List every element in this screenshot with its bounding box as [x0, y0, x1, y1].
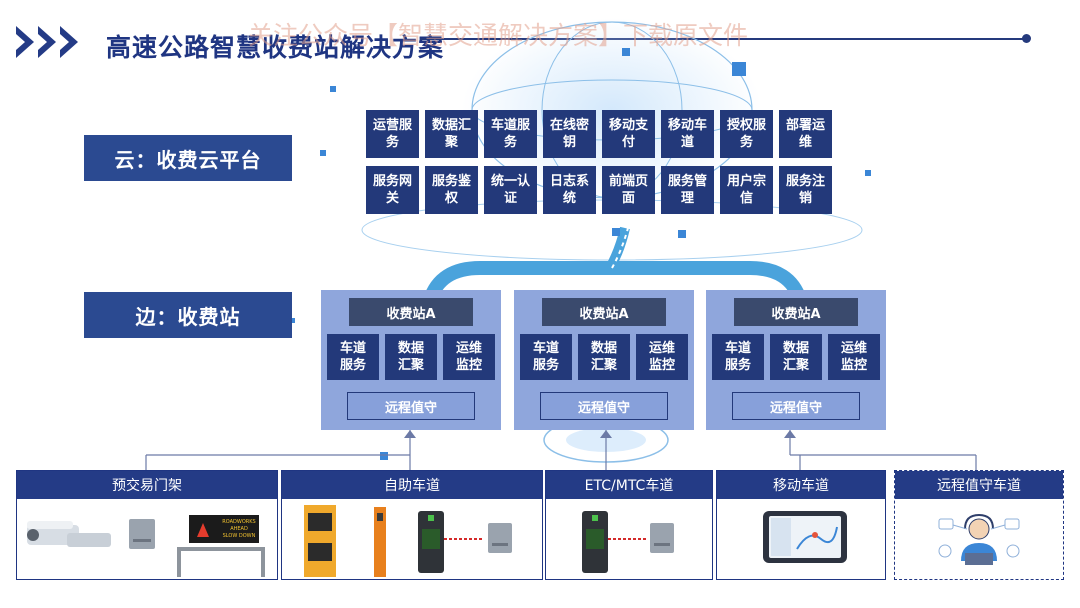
toll-station-3: 收费站A 车道服务 数据汇聚 运维监控 远程值守: [706, 290, 886, 430]
barrier-gate-icon: [374, 507, 386, 577]
remote-duty-illustration: [938, 513, 1020, 565]
toll-station-2: 收费站A 车道服务 数据汇聚 运维监控 远程值守: [514, 290, 694, 430]
lane-mobile: 移动车道: [716, 470, 886, 580]
station-service: 数据汇聚: [578, 334, 630, 380]
cloud-service-cell: 统一认证: [484, 166, 537, 214]
cloud-service-cell: 移动车道: [661, 110, 714, 158]
watermark-text: 关注公众号【智慧交通解决方案】下载原文件: [248, 21, 749, 50]
cloud-service-cell: 服务管理: [661, 166, 714, 214]
station-title: 收费站A: [542, 298, 666, 326]
cloud-service-cell: 前端页面: [602, 166, 655, 214]
lane-indicator-icon: [582, 511, 608, 573]
edge-layer-label: 边：收费站: [84, 292, 292, 338]
station-service: 数据汇聚: [385, 334, 437, 380]
cloud-service-cell: 运营服务: [366, 110, 419, 158]
chevron-right-icon: [60, 26, 78, 58]
title-chevrons: [16, 26, 78, 58]
lane-title: 移动车道: [717, 471, 885, 499]
station-title: 收费站A: [349, 298, 473, 326]
deco-square: [622, 48, 630, 56]
sign-line-1: ROADWORKS: [222, 519, 255, 525]
cloud-service-cell: 服务鉴权: [425, 166, 478, 214]
cloud-service-cell: 在线密钥: [543, 110, 596, 158]
cloud-service-cell: 数据汇聚: [425, 110, 478, 158]
station-remote-duty: 远程值守: [732, 392, 860, 420]
station-service: 数据汇聚: [770, 334, 822, 380]
lane-pre-transaction-gantry: 预交易门架 ROADWORKS AHEAD SLOW DOWN: [16, 470, 278, 580]
deco-square: [732, 62, 746, 76]
sign-line-3: SLOW DOWN: [223, 533, 256, 539]
cloud-service-cell: 车道服务: [484, 110, 537, 158]
deco-square: [380, 452, 388, 460]
etc-mtc-illustration: [582, 511, 674, 573]
lane-remote-duty: 远程值守车道: [894, 470, 1064, 580]
lane-title: ETC/MTC车道: [546, 471, 712, 499]
deco-square: [612, 228, 620, 236]
cloud-service-cell: 日志系统: [543, 166, 596, 214]
tablet-icon: [763, 511, 847, 563]
cloud-layer-label: 云：收费云平台: [84, 135, 292, 181]
rsu-device-icon: [129, 519, 155, 549]
page-title: 高速公路智慧收费站解决方案: [106, 33, 445, 62]
station-remote-duty: 远程值守: [347, 392, 475, 420]
connection-icons: [938, 518, 1020, 558]
cloud-service-cell: 授权服务: [720, 110, 773, 158]
station-remote-duty: 远程值守: [540, 392, 668, 420]
connector-lines: [145, 430, 977, 470]
chevron-right-icon: [16, 26, 34, 58]
data-pipe-riser: [605, 226, 630, 271]
cloud-service-cell: 服务网关: [366, 166, 419, 214]
rsu-device-icon: [650, 523, 674, 553]
operator-icon: [961, 513, 997, 565]
rsu-device-icon: [488, 523, 512, 553]
lane-etc-mtc: ETC/MTC车道: [545, 470, 713, 580]
cloud-service-grid: 运营服务 数据汇聚 车道服务 在线密钥 移动支付 移动车道 授权服务 部署运维 …: [366, 110, 832, 214]
header-rule-dot: [1022, 34, 1031, 43]
deco-square: [330, 86, 336, 92]
sign-line-2: AHEAD: [230, 526, 248, 532]
station-service: 运维监控: [636, 334, 688, 380]
gantry-sign-icon: ROADWORKS AHEAD SLOW DOWN: [177, 515, 265, 577]
station-service: 车道服务: [520, 334, 572, 380]
station-service: 运维监控: [443, 334, 495, 380]
camera-icon: [27, 521, 111, 547]
self-service-kiosk-icon: [304, 505, 336, 577]
toll-station-1: 收费站A 车道服务 数据汇聚 运维监控 远程值守: [321, 290, 501, 430]
lane-indicator-icon: [418, 511, 444, 573]
data-pipe-flow: [611, 227, 629, 269]
deco-square: [290, 318, 295, 323]
cloud-service-cell: 移动支付: [602, 110, 655, 158]
station-title: 收费站A: [734, 298, 858, 326]
cloud-service-cell: 用户宗信: [720, 166, 773, 214]
self-service-illustration: [304, 505, 512, 577]
header-rule: [420, 38, 1028, 40]
lane-title: 自助车道: [282, 471, 542, 499]
gantry-illustration: ROADWORKS AHEAD SLOW DOWN: [27, 515, 265, 577]
deco-square: [678, 230, 686, 238]
cloud-service-cell: 部署运维: [779, 110, 832, 158]
lane-title: 远程值守车道: [895, 471, 1063, 499]
station-service: 车道服务: [712, 334, 764, 380]
station-service: 车道服务: [327, 334, 379, 380]
cloud-service-cell: 服务注销: [779, 166, 832, 214]
lane-self-service: 自助车道: [281, 470, 543, 580]
chevron-right-icon: [38, 26, 56, 58]
station-service: 运维监控: [828, 334, 880, 380]
connector-arrows: [404, 430, 796, 438]
deco-square: [865, 170, 871, 176]
lane-title: 预交易门架: [17, 471, 277, 499]
deco-square: [320, 150, 326, 156]
mobile-illustration: [763, 511, 847, 563]
